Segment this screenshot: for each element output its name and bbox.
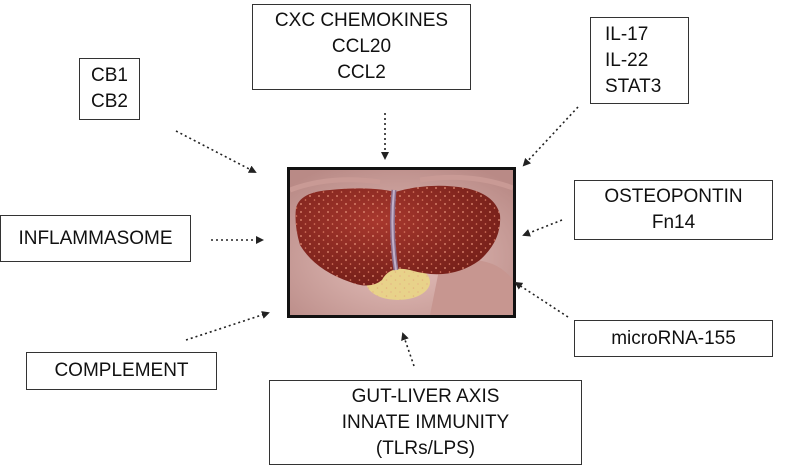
cannabinoid-box: CB1 CB2 [79, 58, 140, 120]
complement-label: COMPLEMENT [54, 360, 189, 381]
arrow-cb [175, 130, 257, 173]
osteopontin-box: OSTEOPONTIN Fn14 [574, 180, 773, 240]
gut-liver-box: GUT-LIVER AXIS INNATE IMMUNITY (TLRs/LPS… [269, 380, 582, 465]
arrow-interleukin [522, 106, 579, 167]
osteopontin-line-2: Fn14 [651, 212, 696, 233]
arrow-complement [185, 311, 270, 341]
chemokines-line-3: CCL2 [337, 62, 386, 83]
cannabinoid-line-2: CB2 [91, 91, 128, 112]
cannabinoid-line-1: CB1 [91, 65, 128, 86]
arrow-microrna [514, 281, 569, 318]
osteopontin-line-1: OSTEOPONTIN [604, 186, 743, 207]
chemokines-box: CXC CHEMOKINES CCL20 CCL2 [252, 4, 471, 90]
microrna-label: microRNA-155 [611, 327, 736, 349]
chemokines-line-2: CCL20 [331, 36, 392, 57]
gut-liver-line-3: (TLRs/LPS) [375, 437, 476, 459]
complement-box: COMPLEMENT [26, 352, 217, 390]
gut-liver-line-1: GUT-LIVER AXIS [351, 385, 500, 407]
interleukin-box: IL-17 IL-22 STAT3 [590, 17, 689, 104]
interleukin-line-2: IL-22 [605, 49, 649, 71]
chemokines-line-1: CXC CHEMOKINES [274, 10, 449, 31]
gut-liver-line-2: INNATE IMMUNITY [341, 411, 510, 433]
arrow-gut-liver [401, 332, 415, 367]
microrna-box: microRNA-155 [574, 320, 773, 357]
inflammasome-box: INFLAMMASOME [0, 215, 191, 262]
liver-image [287, 167, 516, 318]
arrow-osteopontin [522, 219, 563, 237]
interleukin-line-1: IL-17 [605, 23, 649, 45]
inflammasome-label: INFLAMMASOME [18, 227, 173, 249]
interleukin-line-3: STAT3 [605, 75, 662, 97]
liver-illustration-icon [290, 170, 513, 315]
